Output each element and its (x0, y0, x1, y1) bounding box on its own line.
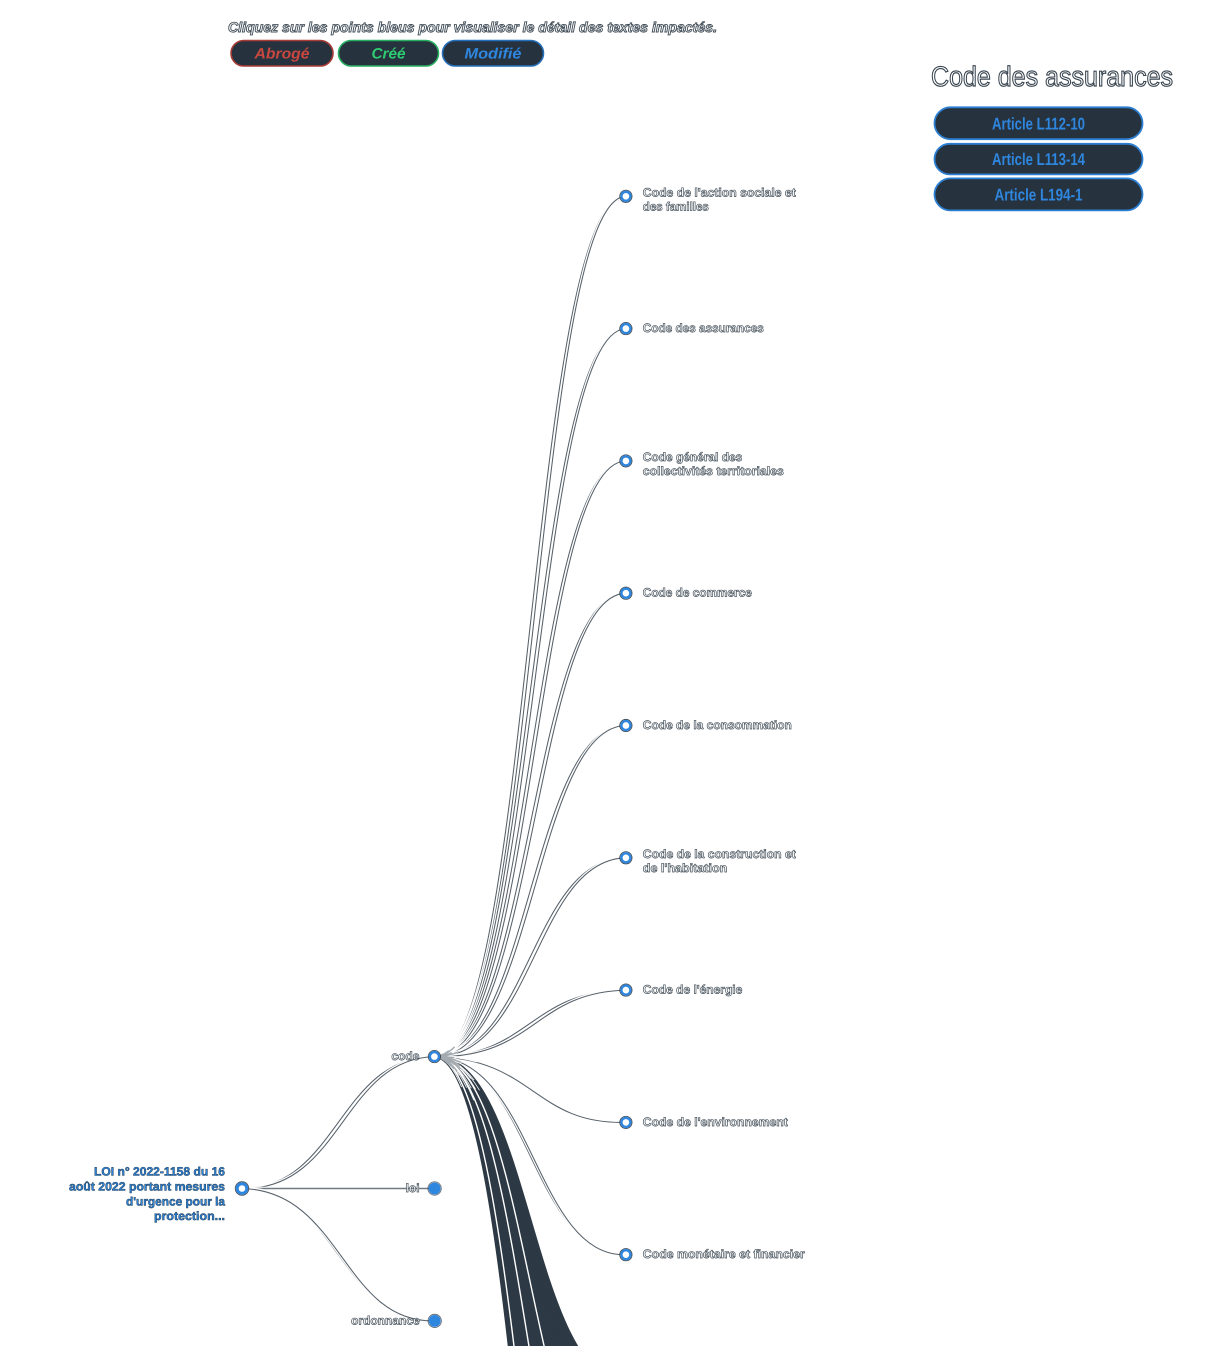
svg-text:Abrogé: Abrogé (253, 45, 309, 62)
svg-text:des familles: des familles (643, 199, 709, 213)
svg-text:Code de la consommation: Code de la consommation (643, 718, 792, 732)
svg-text:août 2022 portant mesures: août 2022 portant mesures (69, 1179, 225, 1193)
svg-text:Code de la construction et: Code de la construction et (643, 847, 796, 861)
svg-text:Code de commerce: Code de commerce (643, 586, 752, 600)
svg-text:Article L113-14: Article L113-14 (992, 150, 1085, 169)
svg-text:collectivités territoriales: collectivités territoriales (643, 464, 784, 478)
svg-text:Code général des: Code général des (643, 450, 743, 464)
svg-text:Code de l'environnement: Code de l'environnement (643, 1115, 788, 1129)
svg-text:ordonnance: ordonnance (351, 1313, 420, 1327)
svg-text:loi: loi (406, 1181, 420, 1195)
svg-text:Code des assurances: Code des assurances (643, 321, 764, 335)
svg-text:Code des assurances: Code des assurances (931, 61, 1173, 92)
svg-text:LOI n° 2022-1158 du 16: LOI n° 2022-1158 du 16 (94, 1165, 225, 1179)
svg-text:protection...: protection... (154, 1209, 225, 1223)
svg-text:Créé: Créé (372, 45, 406, 62)
svg-text:code: code (391, 1049, 419, 1063)
svg-text:Article L194-1: Article L194-1 (995, 185, 1083, 204)
svg-text:Article L112-10: Article L112-10 (992, 114, 1085, 133)
svg-text:Modifié: Modifié (465, 45, 522, 62)
svg-text:Code de l'action sociale et: Code de l'action sociale et (643, 185, 796, 199)
svg-text:d'urgence pour la: d'urgence pour la (126, 1194, 225, 1208)
svg-text:Cliquez sur les points bleus p: Cliquez sur les points bleus pour visual… (228, 19, 717, 35)
svg-text:Code monétaire et financier: Code monétaire et financier (643, 1247, 805, 1261)
svg-text:Code de l'énergie: Code de l'énergie (643, 983, 743, 997)
svg-text:de l'habitation: de l'habitation (643, 861, 728, 875)
